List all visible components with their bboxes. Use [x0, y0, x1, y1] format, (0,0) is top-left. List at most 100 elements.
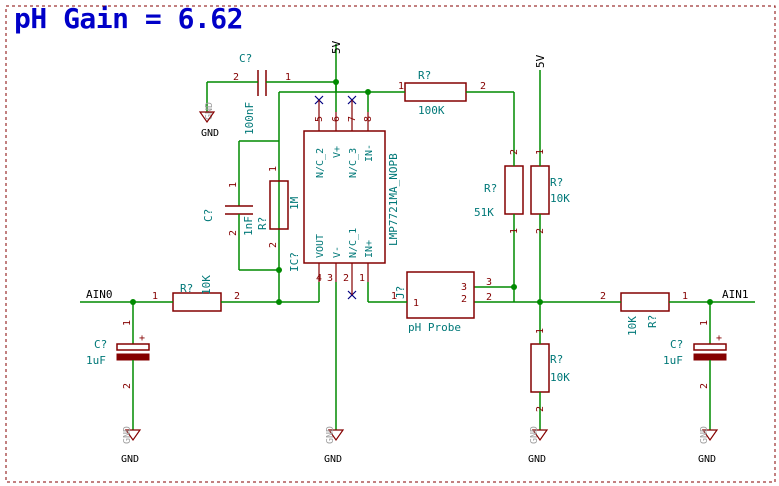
r-10k-a-pin-b: 2: [535, 228, 546, 234]
r-10k-a-ref: R?: [550, 176, 563, 189]
sheet-border: [5, 5, 776, 483]
junctions: [130, 79, 713, 305]
c-top-pin-a: 2: [233, 72, 239, 83]
ic-pin8-num: 8: [363, 116, 374, 122]
no-connect-pin7: [347, 95, 357, 112]
ic-pin4-num: 4: [316, 273, 322, 284]
r-51k-value: 51K: [474, 206, 494, 219]
page-title: pH Gain = 6.62: [14, 2, 244, 35]
ic-pin5-num: 5: [314, 116, 325, 122]
c-fb-pin-b: 2: [228, 230, 239, 236]
c-ain0-pin-a: 1: [122, 320, 133, 326]
r-51k-ref: R?: [484, 182, 497, 195]
c-top-value: 100nF: [243, 102, 256, 135]
capacitor-1nf: C? 1nF 1 2: [202, 182, 255, 241]
net-label-5v-right: 5V: [534, 54, 547, 68]
gnd-label-ic: GND: [324, 454, 342, 465]
c-top-ref: C?: [239, 52, 252, 65]
gnd-ghost-ic: GND: [325, 426, 336, 444]
net-label-5v-left: 5V: [330, 40, 343, 54]
r-51k-pin-b: 1: [509, 228, 520, 234]
r-in1-pin-a: 2: [600, 291, 606, 302]
c-ain0-polarity: +: [139, 333, 145, 344]
probe-pin3-out: 3: [486, 277, 492, 288]
gnd-symbol-topleft: GND: [198, 111, 219, 139]
capacitor-ain0-1uf: + C? 1uF 1 2: [86, 318, 150, 395]
c-ain1-pin-a: 1: [699, 320, 710, 326]
gnd-ghost-ain0: GND: [122, 426, 133, 444]
resistor-51k: R? 51K 2 1: [474, 149, 524, 242]
no-connect-pin2: [347, 282, 357, 300]
resistor-1m: 1M R? 1 2: [256, 166, 301, 248]
r-fb-pin-b: 2: [268, 242, 279, 248]
r-51k-pin-a: 2: [509, 149, 520, 155]
r-in0-pin-b: 2: [234, 291, 240, 302]
c-ain1-ref: C?: [670, 338, 683, 351]
ic-pin4-name: VOUT: [315, 234, 326, 258]
c-fb-pin-a: 1: [228, 182, 239, 188]
c-ain1-value: 1uF: [663, 354, 683, 367]
gnd-label-ain0: GND: [121, 454, 139, 465]
ic-pin3-num: 3: [327, 273, 333, 284]
probe-pin2-out: 2: [486, 292, 492, 303]
gnd-symbol-ain1: GND GND: [698, 426, 719, 465]
r-top-pin-a: 1: [398, 81, 404, 92]
capacitor-ain1-1uf: + C? 1uF 1 2: [663, 318, 727, 395]
r-10k-a-value: 10K: [550, 192, 570, 205]
opamp-ic: 5 6 7 8 N/C_2 V+ N/C_3 IN- VOUT V- N/C_1…: [288, 95, 400, 300]
r-in0-value: 10K: [200, 275, 213, 295]
r-in1-pin-b: 1: [682, 291, 688, 302]
gnd-ghost-label: GND: [204, 102, 215, 120]
gnd-symbol-ain0: GND GND: [121, 426, 142, 465]
probe-pin1-out: 1: [391, 291, 397, 302]
c-ain0-ref: C?: [94, 338, 107, 351]
r-fb-value: 1M: [288, 196, 301, 210]
c-ain0-value: 1uF: [86, 354, 106, 367]
ic-pin2-num: 2: [343, 273, 349, 284]
c-ain1-pin-b: 2: [699, 383, 710, 389]
ic-pin8-name: IN-: [364, 144, 375, 162]
probe-value: pH Probe: [408, 321, 461, 334]
resistor-10k-upper: R? 10K 1 2: [530, 140, 570, 242]
r-in1-ref: R?: [646, 315, 659, 328]
r-top-ref: R?: [418, 69, 431, 82]
gnd-ghost-ain1: GND: [699, 426, 710, 444]
r-top-pin-b: 2: [480, 81, 486, 92]
r-10k-b-pin-a: 1: [535, 328, 546, 334]
resistor-100k: R? 100K 1 2: [393, 69, 493, 117]
r-10k-b-value: 10K: [550, 371, 570, 384]
net-label-ain1: AIN1: [722, 288, 749, 301]
r-10k-b-pin-b: 2: [535, 406, 546, 412]
gnd-label-topleft: GND: [201, 128, 219, 139]
c-ain1-polarity: +: [716, 333, 722, 344]
r-in1-value: 10K: [626, 316, 639, 336]
c-top-pin-b: 1: [285, 72, 291, 83]
r-top-value: 100K: [418, 104, 445, 117]
r-in0-pin-a: 1: [152, 291, 158, 302]
ic-pin3-name: V-: [332, 246, 343, 258]
c-fb-value: 1nF: [242, 216, 255, 236]
ic-pin6-name: V+: [332, 146, 343, 158]
gnd-label-right: GND: [528, 454, 546, 465]
probe-pin1-in: 1: [413, 298, 419, 309]
gnd-symbol-ic: GND GND: [324, 426, 345, 465]
probe-ref: J?: [394, 286, 407, 299]
gnd-label-ain1: GND: [698, 454, 716, 465]
r-fb-pin-a: 1: [268, 166, 279, 172]
c-ain0-pin-b: 2: [122, 383, 133, 389]
ic-pin1-name: IN+: [364, 240, 375, 258]
net-label-ain0: AIN0: [86, 288, 113, 301]
r-fb-ref: R?: [256, 217, 269, 230]
no-connect-pin5: [314, 95, 324, 112]
gnd-symbol-right: GND GND: [528, 426, 549, 465]
gnd-ghost-right: GND: [529, 426, 540, 444]
ic-pin5-name: N/C_2: [315, 148, 326, 178]
resistor-10k-lower: R? 10K 1 2: [530, 328, 570, 412]
r-in0-ref: R?: [180, 282, 193, 295]
ic-pin7-name: N/C_3: [348, 148, 359, 178]
c-fb-ref: C?: [202, 209, 215, 222]
ic-pin1-num: 1: [359, 273, 365, 284]
probe-pin2-in: 2: [461, 294, 467, 305]
ph-probe-connector: 1 1 3 2 3 2 J? pH Probe: [388, 271, 492, 334]
